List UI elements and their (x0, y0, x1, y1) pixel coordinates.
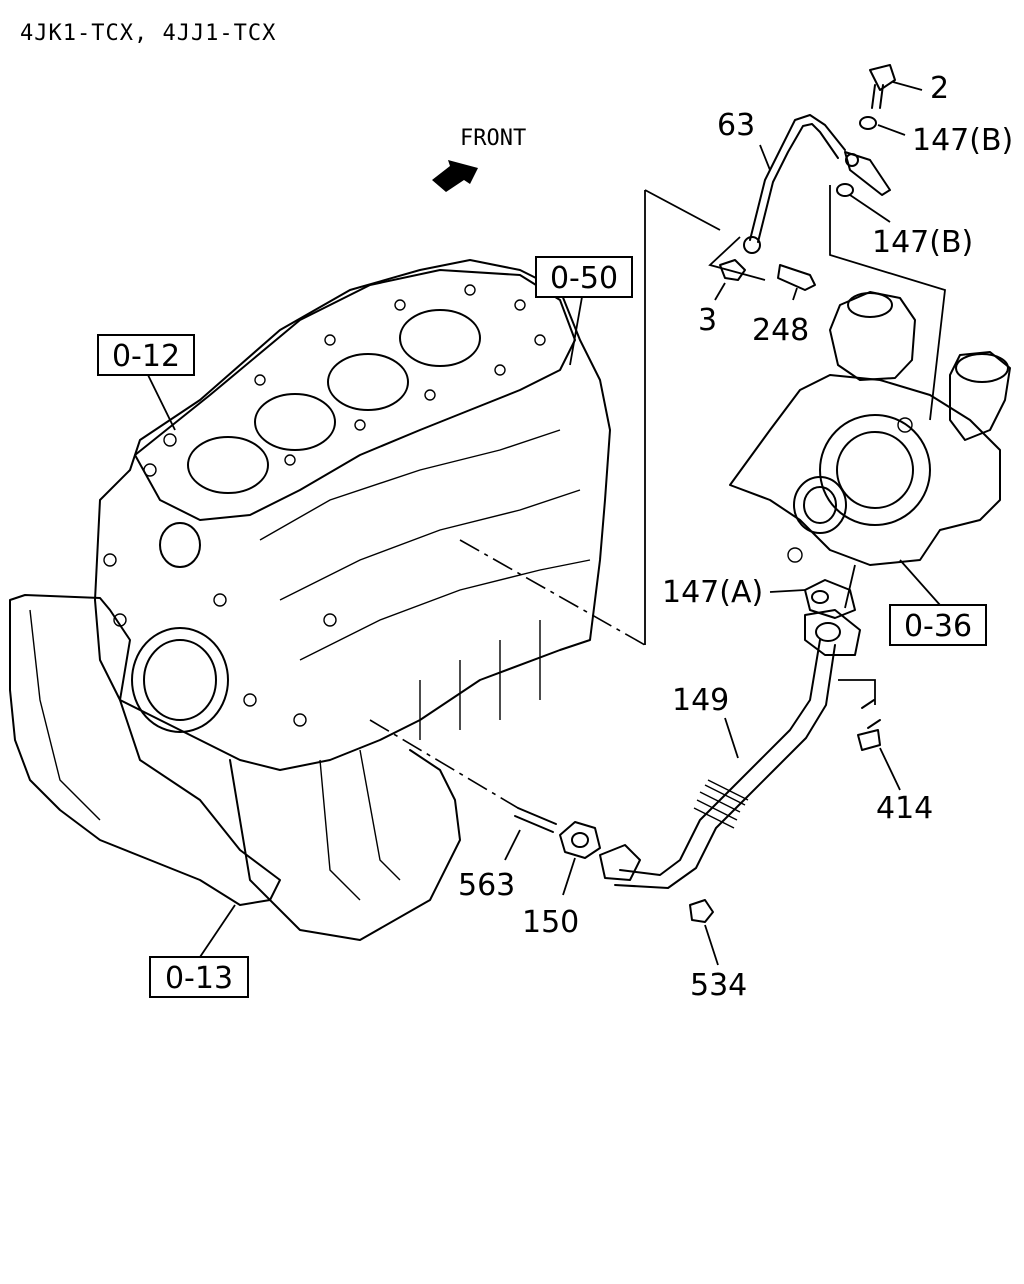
ref-head-label: 0-50 (550, 261, 618, 296)
front-arrow-icon (432, 160, 478, 192)
ref-box-block[interactable]: 0-12 (97, 334, 195, 376)
part-147b-top-label[interactable]: 147(B) (912, 123, 1013, 158)
part-3-label[interactable]: 3 (698, 303, 717, 338)
oil-feed-pipe-drawing (719, 64, 896, 291)
part-248-label[interactable]: 248 (752, 313, 809, 348)
part-150-label[interactable]: 150 (522, 905, 579, 940)
part-563-label[interactable]: 563 (458, 868, 515, 903)
oil-return-pipe-drawing (514, 579, 881, 923)
ref-box-head[interactable]: 0-50 (535, 256, 633, 298)
part-414-label[interactable]: 414 (876, 791, 933, 826)
turbocharger-drawing (729, 291, 1011, 566)
ref-block-label: 0-12 (112, 339, 180, 374)
ref-oil-pan-label: 0-13 (165, 961, 233, 996)
part-534-label[interactable]: 534 (690, 968, 747, 1003)
front-label: FRONT (460, 126, 526, 151)
assembly-lines (369, 185, 946, 809)
part-147b-mid-label[interactable]: 147(B) (872, 225, 973, 260)
part-63-label[interactable]: 63 (717, 108, 755, 143)
part-147a-label[interactable]: 147(A) (662, 575, 763, 610)
ref-turbo-label: 0-36 (904, 609, 972, 644)
part-2-label[interactable]: 2 (930, 71, 949, 106)
part-149-label[interactable]: 149 (672, 683, 729, 718)
ref-box-turbo[interactable]: 0-36 (889, 604, 987, 646)
ref-box-oil-pan[interactable]: 0-13 (149, 956, 249, 998)
engine-block-drawing (9, 259, 611, 941)
model-header: 4JK1-TCX, 4JJ1-TCX (20, 21, 276, 46)
reference-leaders (147, 296, 941, 958)
part-leaders (504, 81, 923, 966)
